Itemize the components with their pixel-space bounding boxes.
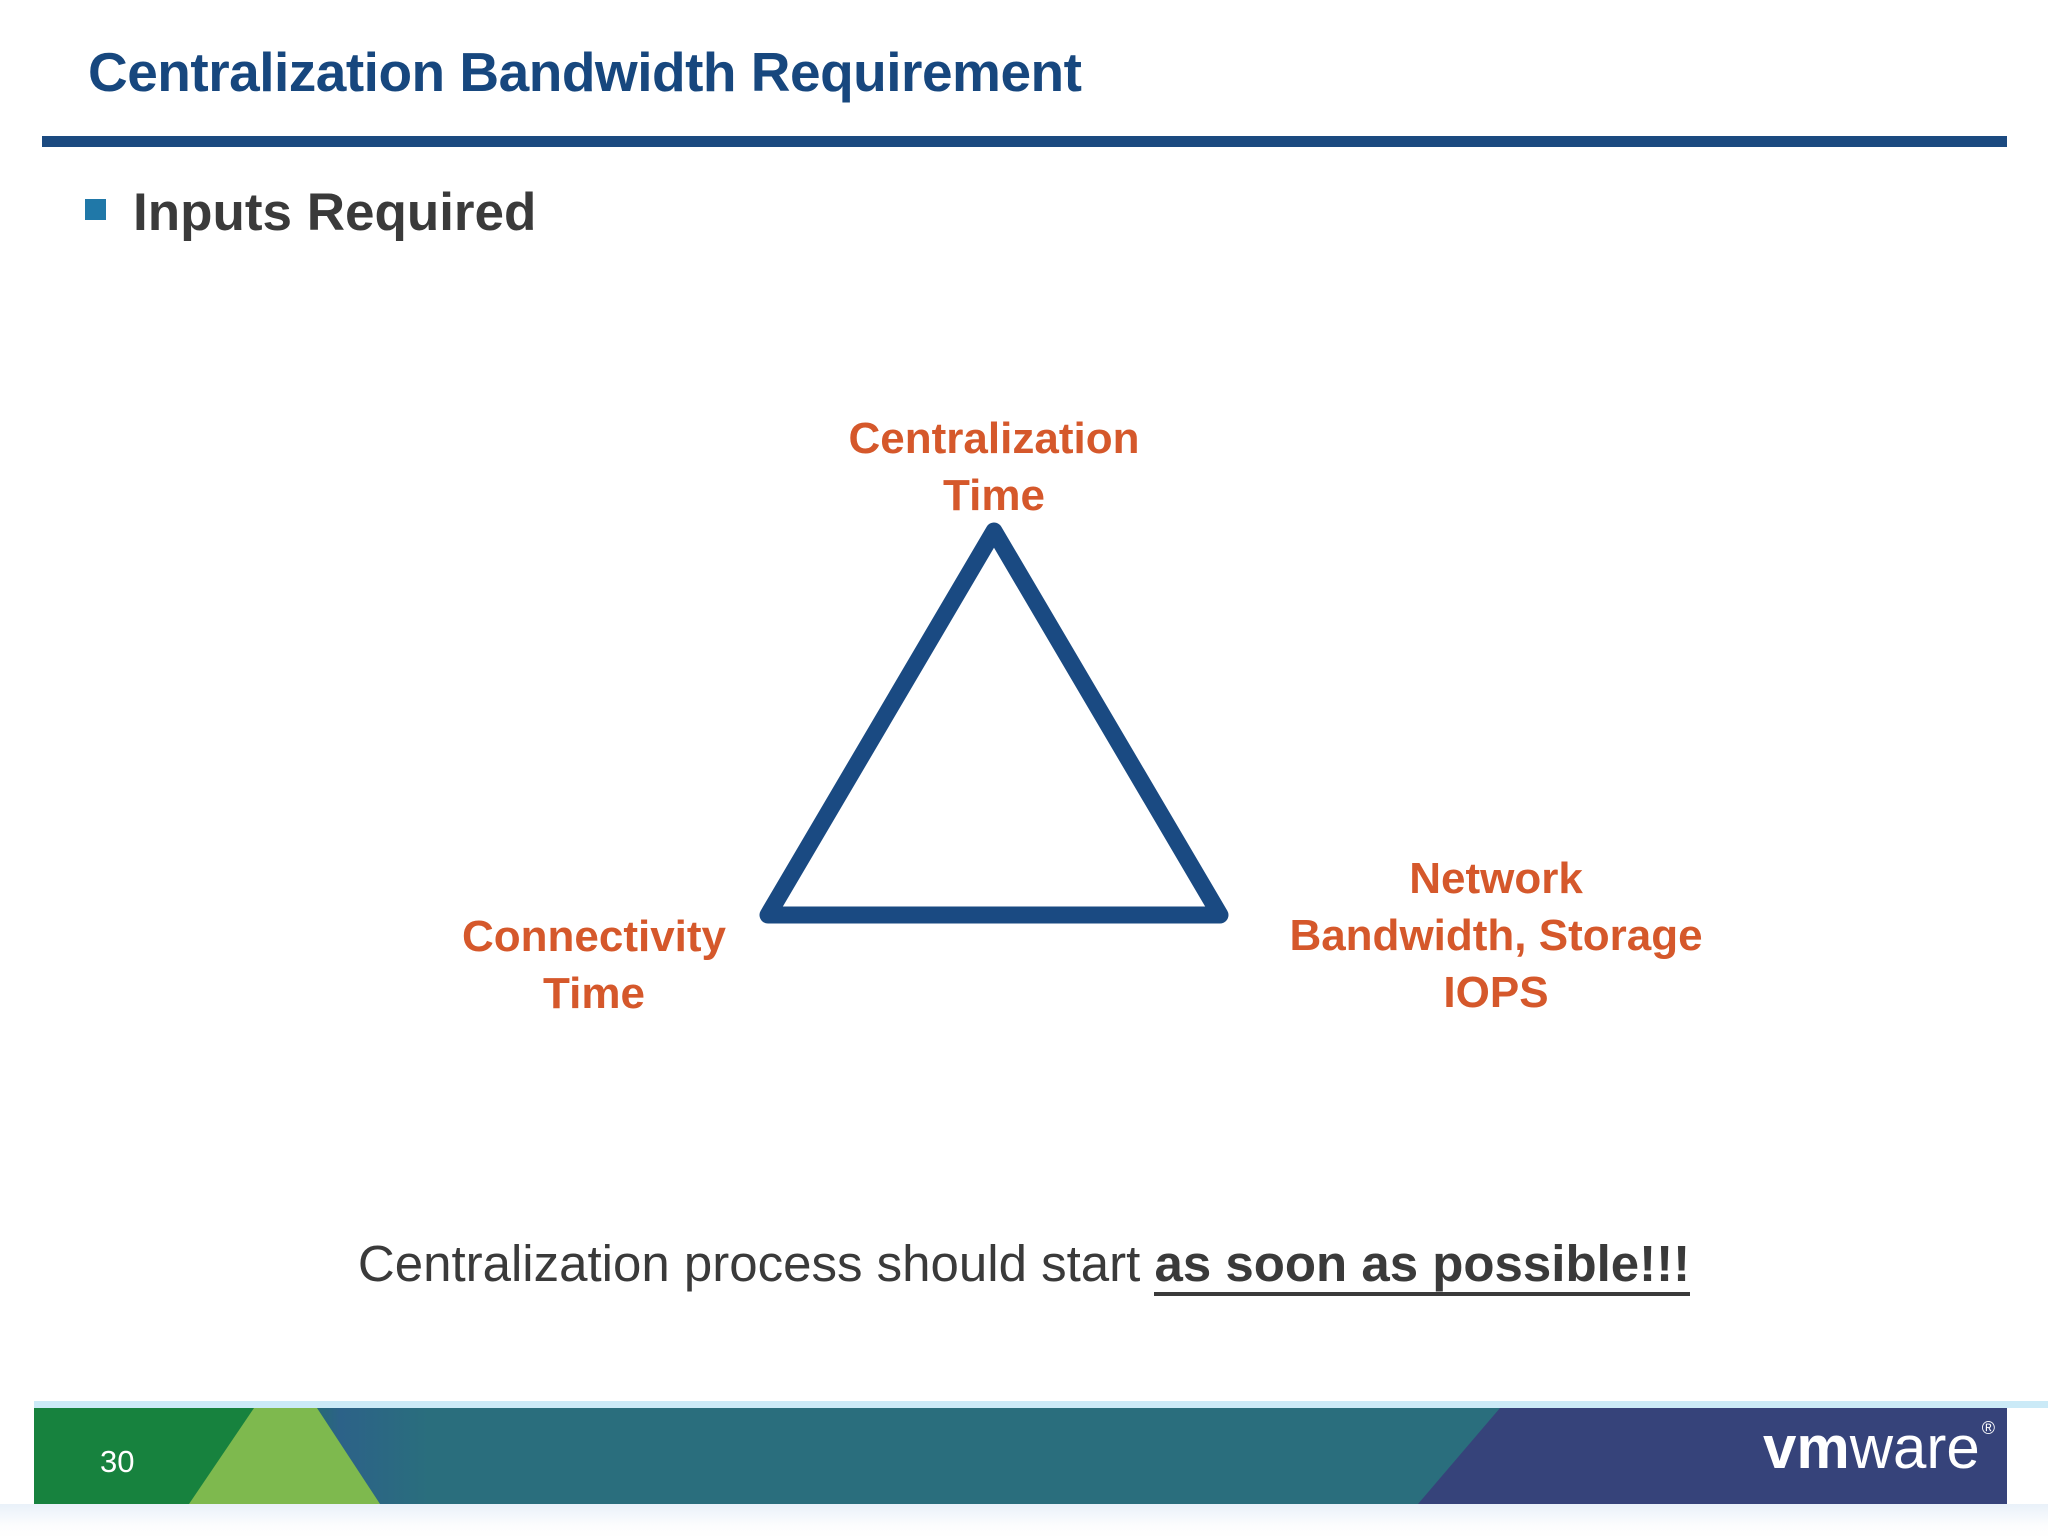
vertex-label-right: Network Bandwidth, Storage IOPS <box>1176 850 1816 1021</box>
logo-registered-icon: ® <box>1981 1418 1996 1438</box>
vmware-logo: vmware® <box>1763 1418 1995 1478</box>
logo-ware: ware <box>1849 1414 1980 1481</box>
slide-title: Centralization Bandwidth Requirement <box>88 41 1082 103</box>
vertex-label-top: Centralization Time <box>694 410 1294 524</box>
footer-navy-polygon <box>1418 1408 2007 1504</box>
bullet-square-icon <box>85 199 106 220</box>
vertex-label-right-line3: IOPS <box>1443 968 1549 1017</box>
vertex-label-left-line1: Connectivity <box>461 912 727 961</box>
footer-bar <box>34 1408 2007 1504</box>
footer-bottom-strip <box>0 1504 2048 1536</box>
vertex-label-right-line1: Network <box>1409 854 1583 903</box>
footer-accent-triangle <box>189 1408 380 1504</box>
conclusion-emphasis: as soon as possible!!! <box>1154 1235 1691 1296</box>
footer-top-line <box>34 1401 2048 1408</box>
vertex-label-left: Connectivity Time <box>344 908 844 1022</box>
conclusion-text: Centralization process should start as s… <box>0 1234 2048 1296</box>
vertex-label-left-line2: Time <box>543 969 645 1018</box>
vertex-label-right-line2: Bandwidth, Storage <box>1289 911 1703 960</box>
logo-vm: vm <box>1763 1414 1850 1481</box>
conclusion-prefix: Centralization process should start <box>357 1235 1155 1292</box>
bullet-row: Inputs Required <box>85 183 537 242</box>
triangle-shape <box>759 522 1229 924</box>
vertex-label-top-line1: Centralization <box>848 414 1140 463</box>
vertex-label-top-line2: Time <box>943 471 1045 520</box>
title-divider-rule <box>42 136 2007 147</box>
bullet-label: Inputs Required <box>133 183 537 242</box>
page-number: 30 <box>100 1444 135 1479</box>
